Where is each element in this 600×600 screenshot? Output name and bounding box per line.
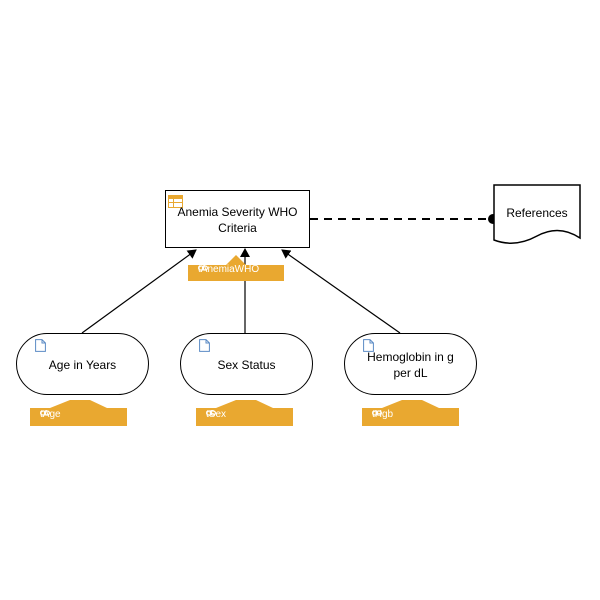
input-data-hemoglobin[interactable]: Hemoglobin in g per dL bbox=[344, 333, 477, 395]
tag-label: tSex bbox=[206, 409, 227, 420]
link-icon bbox=[198, 265, 208, 271]
input-label-age: Age in Years bbox=[48, 358, 117, 372]
input-label-hemoglobin: Hemoglobin in g per dL bbox=[367, 350, 454, 380]
document-icon bbox=[35, 339, 46, 352]
tag-shape bbox=[362, 400, 459, 426]
tag-shape bbox=[188, 255, 284, 281]
decision-node[interactable]: Anemia Severity WHO Criteria bbox=[165, 190, 310, 248]
tag-shape bbox=[196, 400, 293, 426]
type-tag-decision[interactable]: tAnemiaWHO bbox=[188, 255, 284, 281]
input-data-sex[interactable]: Sex Status bbox=[180, 333, 313, 395]
link-icon bbox=[372, 410, 382, 416]
input-data-age[interactable]: Age in Years bbox=[16, 333, 149, 395]
tag-content: tAge bbox=[40, 409, 61, 421]
input-label-sex: Sex Status bbox=[217, 358, 276, 372]
document-icon bbox=[199, 339, 210, 352]
link-icon bbox=[206, 410, 216, 416]
tag-label: tHgb bbox=[372, 409, 394, 420]
edge-hgb-to-decision[interactable] bbox=[281, 249, 401, 334]
tag-content: tHgb bbox=[372, 409, 393, 421]
edge-age-to-decision[interactable] bbox=[81, 249, 197, 334]
decision-label: Anemia Severity WHO Criteria bbox=[177, 205, 298, 235]
decision-table-icon bbox=[168, 195, 183, 208]
references-label: References bbox=[506, 206, 568, 220]
tag-content: tSex bbox=[206, 409, 226, 421]
type-tag-sex[interactable]: tSex bbox=[196, 400, 293, 426]
knowledge-source-shape bbox=[493, 184, 581, 244]
tag-content: tAnemiaWHO bbox=[198, 264, 259, 276]
type-tag-age[interactable]: tAge bbox=[30, 400, 127, 426]
tag-label: tAge bbox=[40, 409, 61, 420]
type-tag-hemoglobin[interactable]: tHgb bbox=[362, 400, 459, 426]
document-icon bbox=[363, 339, 374, 352]
tag-label: tAnemiaWHO bbox=[198, 264, 260, 275]
tag-shape bbox=[30, 400, 127, 426]
link-icon bbox=[40, 410, 50, 416]
knowledge-source-references[interactable]: References bbox=[493, 184, 581, 248]
